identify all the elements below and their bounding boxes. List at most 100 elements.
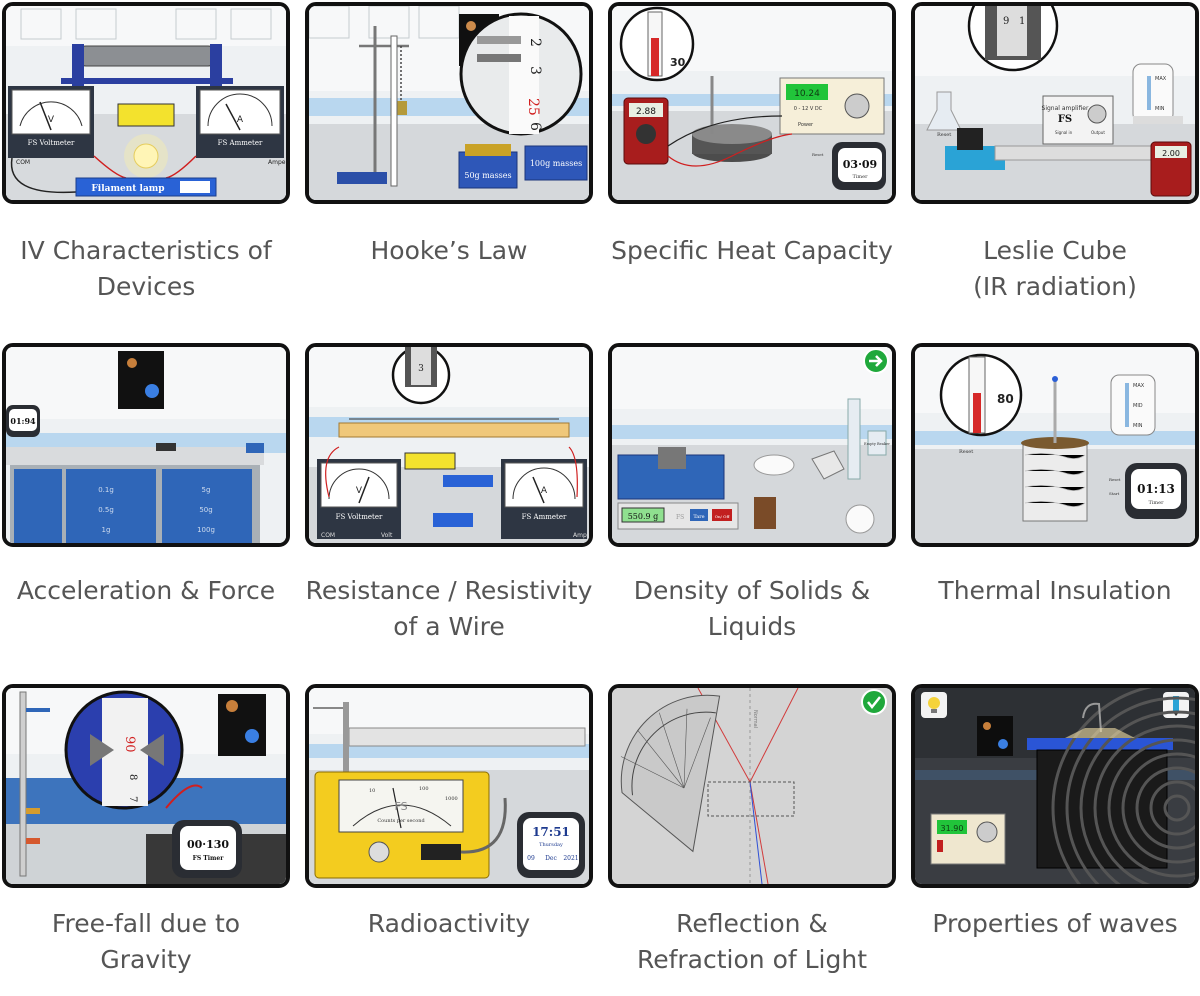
multimeter-reading: 2.88 bbox=[636, 107, 656, 117]
timer[interactable]: 01:94 bbox=[6, 405, 40, 437]
thermometer-reading: 80 bbox=[997, 392, 1014, 406]
acceleration-thumbnail: 0.1g 5g 0.5g 50g 1g 100g 01:94 bbox=[6, 347, 286, 543]
power-supply[interactable]: 10.24 0 - 12 V DC Power bbox=[779, 77, 885, 135]
experiment-card-properties-of-waves[interactable]: 31.90 bbox=[911, 684, 1199, 888]
radioactivity-thumbnail: FS Counts per second 10 100 1000 17:51 T… bbox=[309, 688, 589, 884]
density-thumbnail: 550.9 g FS Tare On/ Off Empty Beaker bbox=[612, 347, 892, 543]
clock-time: 17:51 bbox=[532, 825, 570, 839]
experiment-card-radioactivity[interactable]: FS Counts per second 10 100 1000 17:51 T… bbox=[305, 684, 593, 888]
ruler-mark-3: 3 bbox=[527, 66, 543, 75]
timer-label: Timer bbox=[852, 174, 868, 180]
experiment-title-resistance-resistivity[interactable]: Resistance / Resistivity of a Wire bbox=[299, 573, 599, 645]
multimeter-reading: 2.00 bbox=[1162, 149, 1180, 158]
ammeter-label: FS Ammeter bbox=[522, 513, 567, 521]
voltmeter-dial-letter: V bbox=[356, 486, 363, 496]
clock-date: 09 bbox=[527, 855, 535, 862]
ruler-magnifier: 2 3 25 6 bbox=[459, 12, 583, 136]
signal-amplifier[interactable]: Signal amplifier FS Signal in Output bbox=[1042, 95, 1114, 145]
protractor[interactable] bbox=[612, 693, 740, 860]
ruler-mark-6: 6 bbox=[527, 122, 543, 131]
onoff-button-label: On/ Off bbox=[715, 514, 731, 519]
voltmeter[interactable]: V FS Voltmeter COM Volt bbox=[317, 459, 401, 539]
signal-generator[interactable]: 31.90 bbox=[930, 813, 1006, 865]
leslie-cube-thumbnail: 9 1 Reset Signal amplifier FS Signal in … bbox=[915, 6, 1195, 200]
kettle-min: MIN bbox=[1155, 106, 1165, 112]
kettle-max: MAX bbox=[1133, 383, 1145, 389]
ampe-label: Ampe bbox=[268, 159, 286, 166]
experiment-title-leslie-cube[interactable]: Leslie Cube (IR radiation) bbox=[905, 233, 1200, 305]
experiment-title-radioactivity[interactable]: Radioactivity bbox=[299, 906, 599, 942]
ruler-mark-3: 3 bbox=[418, 364, 424, 374]
amplifier-output: Output bbox=[1091, 130, 1105, 135]
stop-timer[interactable]: 03·09 Timer Reset bbox=[812, 142, 886, 190]
experiment-card-free-fall[interactable]: 90 8 7 00·130 FS Timer bbox=[2, 684, 290, 888]
amp-label: Amp bbox=[573, 532, 587, 539]
timer-readout: 03·09 bbox=[843, 158, 877, 171]
title-line: Acceleration & Force bbox=[16, 576, 276, 605]
title-line: Reflection & bbox=[676, 909, 828, 938]
digital-scale[interactable]: 550.9 g FS Tare On/ Off bbox=[617, 447, 739, 530]
experiment-title-acceleration-force[interactable]: Acceleration & Force bbox=[0, 573, 296, 609]
counter-fs: FS bbox=[394, 800, 407, 813]
timer[interactable]: 00·130 FS Timer bbox=[172, 820, 242, 878]
counter-unit: Counts per second bbox=[377, 818, 425, 824]
reflection-refraction-thumbnail: Normal bbox=[612, 688, 892, 884]
experiment-title-hookes-law[interactable]: Hooke’s Law bbox=[299, 233, 599, 269]
experiment-title-density[interactable]: Density of Solids & Liquids bbox=[602, 573, 902, 645]
psu-range: 0 - 12 V DC bbox=[794, 106, 823, 112]
experiment-card-thermal-insulation[interactable]: 80 Reset MAX MID MIN 01:13 Timer Reset S… bbox=[911, 343, 1199, 547]
timer-label: Timer bbox=[1148, 500, 1164, 506]
experiment-card-acceleration-force[interactable]: 0.1g 5g 0.5g 50g 1g 100g 01:94 bbox=[2, 343, 290, 547]
kettle[interactable]: MAX MIN bbox=[1132, 63, 1183, 124]
next-arrow-button[interactable] bbox=[863, 348, 889, 374]
title-line: Gravity bbox=[100, 945, 192, 974]
experiment-card-density[interactable]: 550.9 g FS Tare On/ Off Empty Beaker bbox=[608, 343, 896, 547]
multimeter[interactable]: 2.88 bbox=[623, 97, 669, 165]
ammeter-label: FS Ammeter bbox=[218, 139, 263, 147]
mass-box-100g[interactable]: 100g masses bbox=[524, 145, 588, 181]
experiment-card-reflection-refraction[interactable]: Normal bbox=[608, 684, 896, 888]
pen-icon[interactable] bbox=[1163, 692, 1189, 718]
experiment-title-thermal-insulation[interactable]: Thermal Insulation bbox=[905, 573, 1200, 609]
mass-box-50g[interactable]: 50g masses bbox=[458, 144, 518, 189]
com-label: COM bbox=[16, 159, 30, 166]
psu-display: 10.24 bbox=[794, 89, 820, 99]
experiment-card-iv-characteristics[interactable]: V FS Voltmeter COM A FS Ammeter Ampe Fil… bbox=[2, 2, 290, 204]
radiation-counter[interactable]: FS Counts per second 10 100 1000 bbox=[314, 771, 490, 879]
clock-day: Thursday bbox=[539, 842, 563, 848]
weight-label: 0.5g bbox=[98, 506, 114, 514]
kettle[interactable]: MAX MID MIN bbox=[1110, 374, 1156, 436]
lightbulb-icon[interactable] bbox=[921, 692, 947, 718]
experiment-title-reflection-refraction[interactable]: Reflection & Refraction of Light bbox=[602, 906, 902, 978]
filament-lamp-base[interactable]: Filament lamp bbox=[75, 177, 217, 197]
title-line: Resistance / Resistivity bbox=[305, 576, 593, 605]
multimeter[interactable]: 2.00 bbox=[1150, 141, 1192, 197]
experiment-title-iv-characteristics[interactable]: IV Characteristics of Devices bbox=[0, 233, 296, 305]
experiment-card-resistance-resistivity[interactable]: 3 V FS Voltmeter COM Volt A FS Ammeter A… bbox=[305, 343, 593, 547]
beaker-reset-label: Reset bbox=[959, 449, 973, 455]
title-line: Refraction of Light bbox=[636, 945, 868, 974]
ammeter[interactable]: A FS Ammeter Ampe bbox=[196, 86, 286, 166]
voltmeter[interactable]: V FS Voltmeter COM bbox=[8, 86, 94, 166]
title-line: IV Characteristics of bbox=[20, 236, 272, 265]
timer-reset-label: Reset bbox=[812, 152, 824, 157]
weight-label: 0.1g bbox=[98, 486, 114, 494]
experiment-title-specific-heat-capacity[interactable]: Specific Heat Capacity bbox=[602, 233, 902, 269]
voltmeter-dial-letter: V bbox=[48, 115, 55, 125]
psu-power-label: Power bbox=[798, 122, 814, 128]
experiment-card-hookes-law[interactable]: 2 3 25 6 50g masses 100g masses bbox=[305, 2, 593, 204]
thermometer-reading: 30 bbox=[670, 56, 686, 69]
experiment-title-free-fall[interactable]: Free-fall due to Gravity bbox=[0, 906, 296, 978]
experiment-card-leslie-cube[interactable]: 9 1 Reset Signal amplifier FS Signal in … bbox=[911, 2, 1199, 204]
ammeter[interactable]: A FS Ammeter Amp bbox=[501, 459, 587, 539]
timer-start-label: Start bbox=[1109, 491, 1120, 496]
flask-reset-label: Reset bbox=[937, 132, 951, 138]
hookes-law-thumbnail: 2 3 25 6 50g masses 100g masses bbox=[309, 6, 589, 200]
experiment-card-specific-heat-capacity[interactable]: 30 2.88 10.24 0 - 12 V DC Power 03·09 bbox=[608, 2, 896, 204]
stop-timer[interactable]: 01:13 Timer Reset Start bbox=[1109, 463, 1187, 519]
mass-50g-label: 50g masses bbox=[464, 171, 511, 180]
experiment-title-properties-of-waves[interactable]: Properties of waves bbox=[905, 906, 1200, 942]
tare-button-label: Tare bbox=[693, 514, 704, 520]
weight-label: 100g bbox=[197, 526, 215, 534]
weight-label: 1g bbox=[102, 526, 111, 534]
